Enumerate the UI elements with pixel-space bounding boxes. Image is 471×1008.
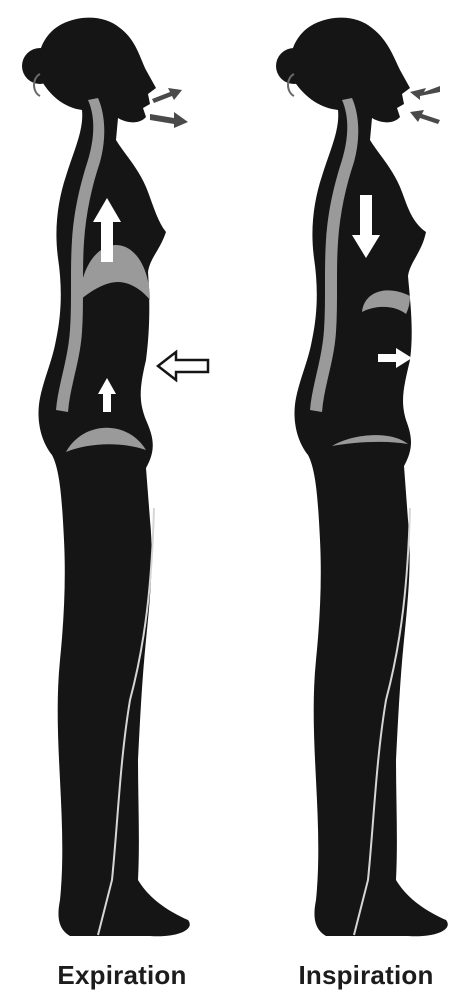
expiration-figure	[22, 18, 208, 937]
expiration-breath-out-arrows	[150, 88, 188, 128]
inspiration-breath-in-arrows	[410, 86, 440, 124]
expiration-caption: Expiration	[22, 960, 222, 991]
inspiration-hair-bun	[276, 48, 312, 84]
expiration-abdomen-arrow	[158, 352, 208, 380]
inspiration-caption: Inspiration	[266, 960, 466, 991]
expiration-hair-bun	[22, 48, 58, 84]
inspiration-body-silhouette	[290, 18, 448, 937]
inspiration-figure	[276, 18, 448, 937]
expiration-body-silhouette	[38, 18, 190, 937]
